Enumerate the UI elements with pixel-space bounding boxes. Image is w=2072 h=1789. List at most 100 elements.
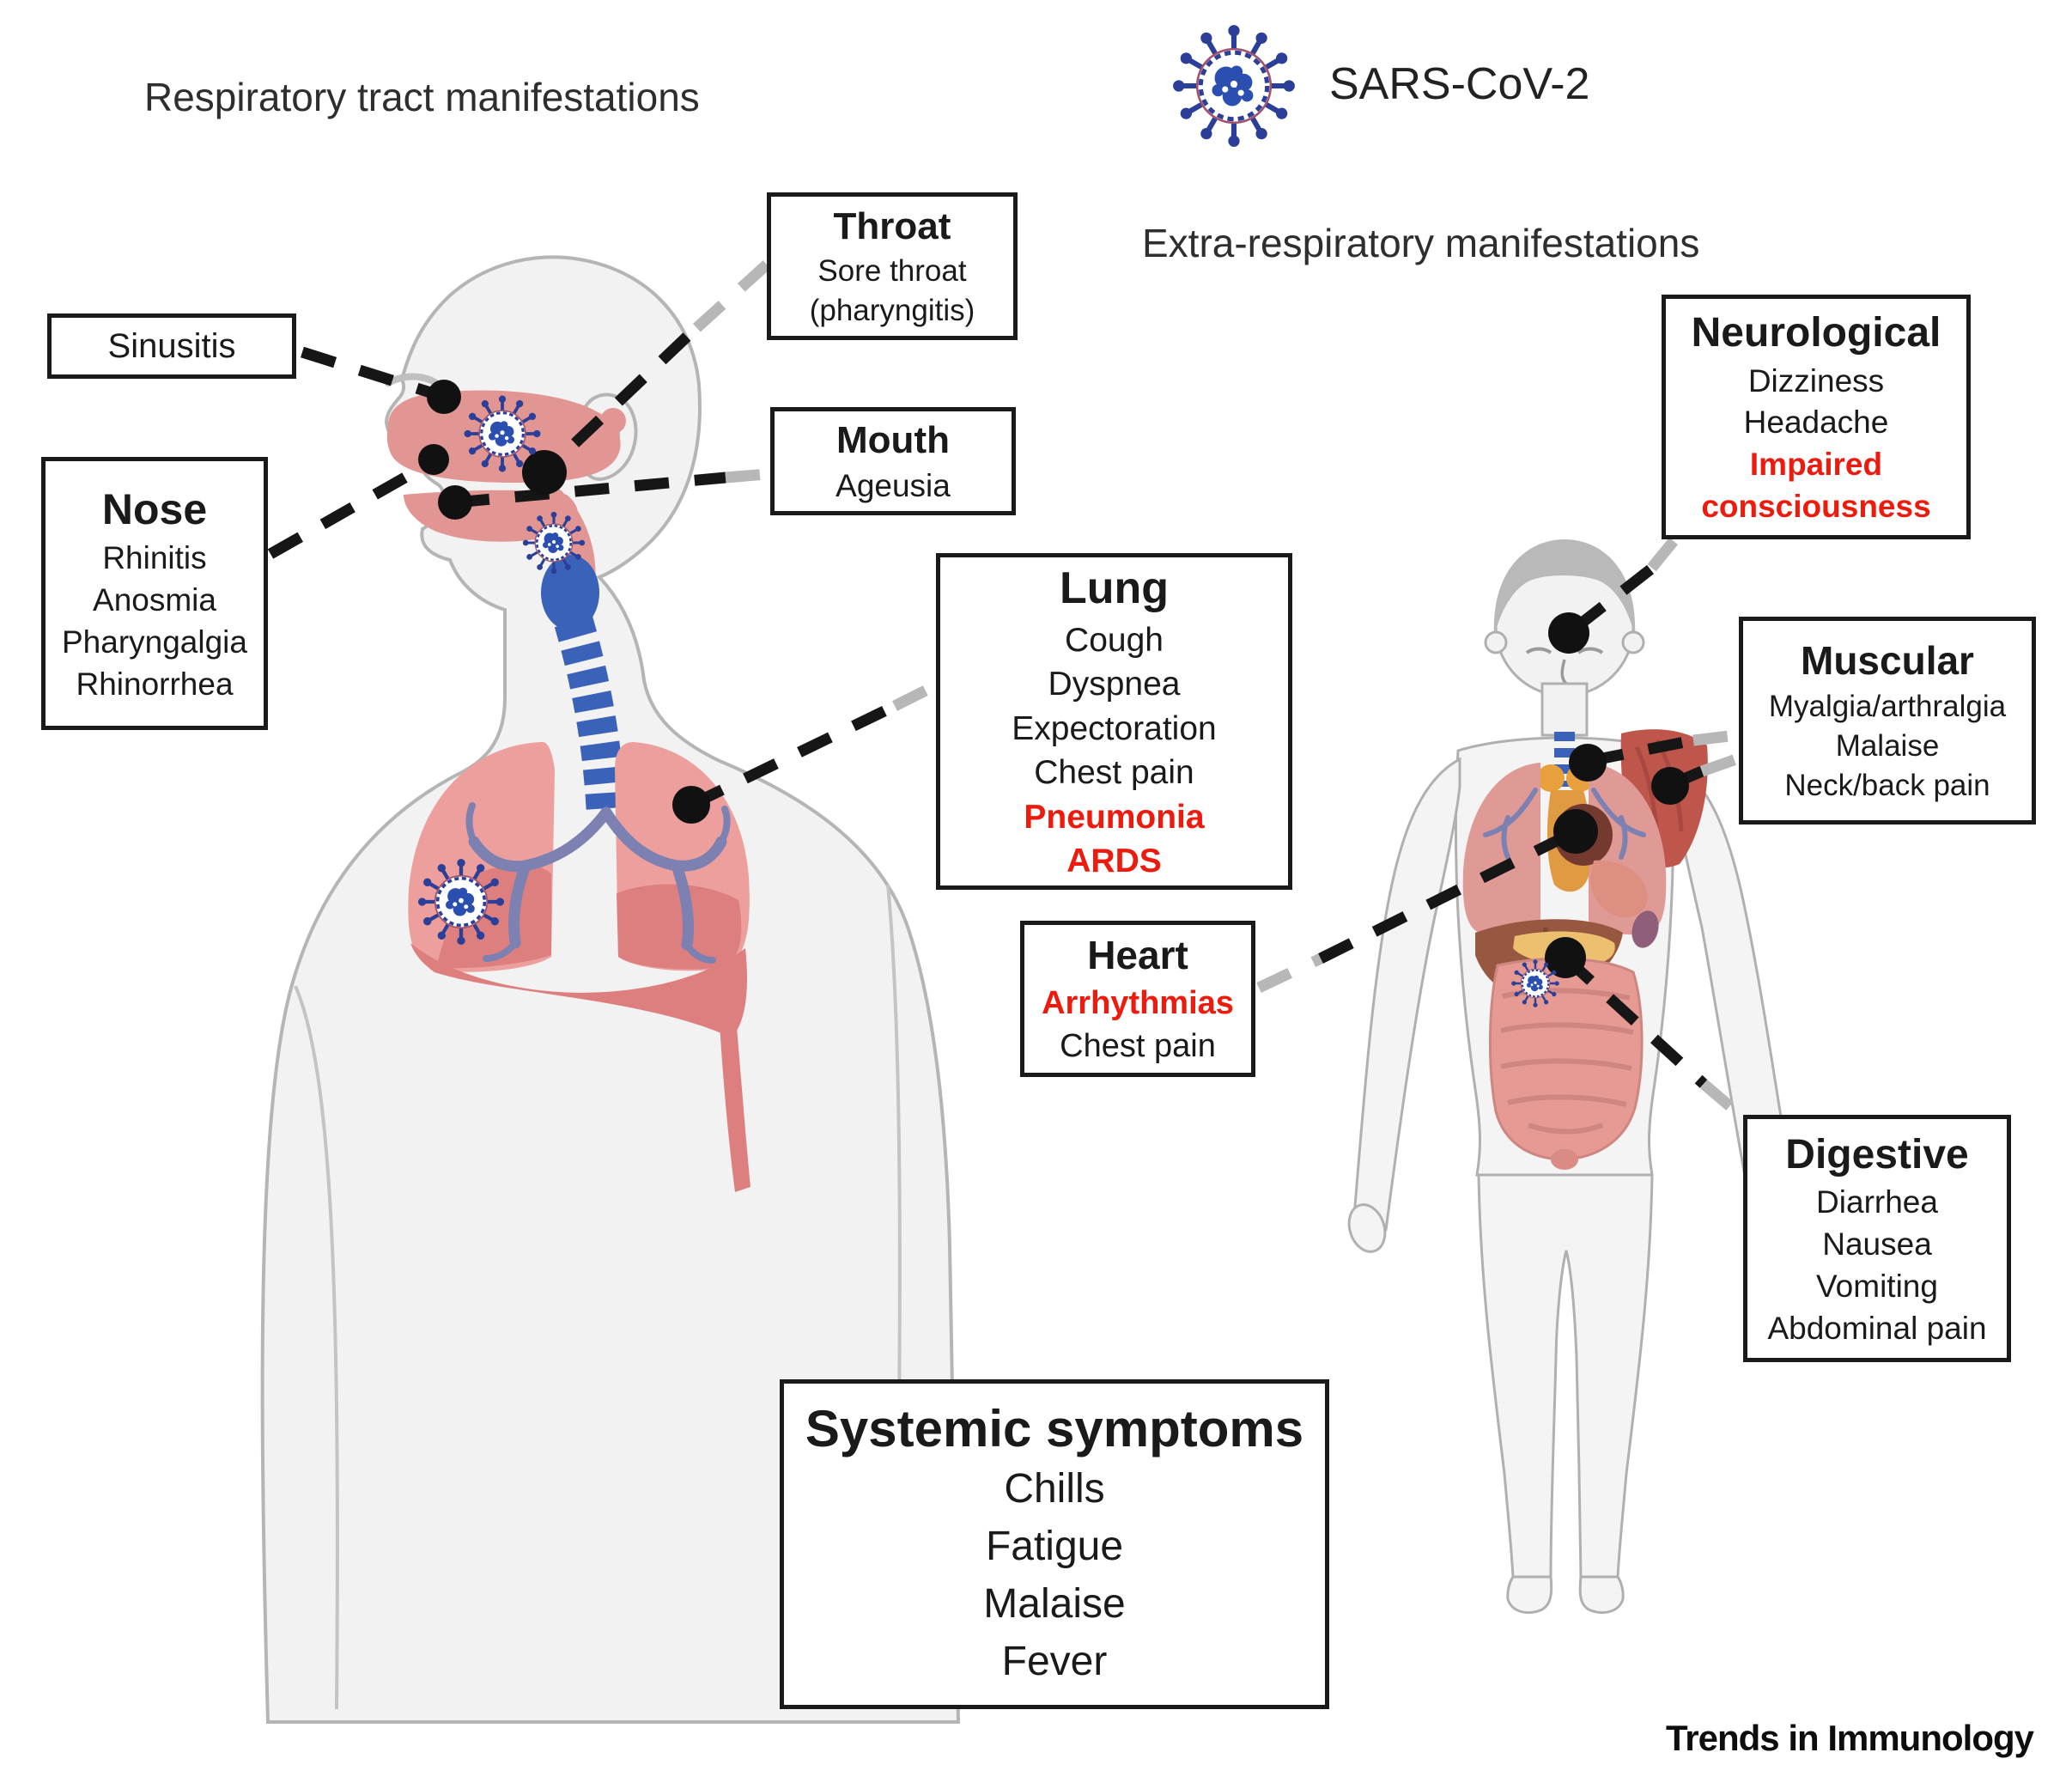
nose-symptom: Rhinorrhea [76,666,234,702]
diaphragm-skirt [410,943,748,1037]
connector-digestive [1561,953,1708,1088]
sinusitis-box: Sinusitis [47,313,296,379]
digestive-symptom: Vomiting [1816,1268,1938,1304]
lung-symptom-severe: ARDS [1066,843,1162,880]
muscular-symptom: Neck/back pain [1784,769,1990,803]
neurological-symptom: Dizziness [1747,362,1885,399]
connector-lung-faded [892,681,937,711]
legs [1477,1173,1654,1579]
connector-muscular-neck [1588,734,1695,767]
lung-box-title: Lung [1059,563,1170,614]
throat-symptom: (pharyngitis) [809,294,975,328]
muscular-box: Muscular Myalgia/arthralgia Malaise Neck… [1739,617,2036,825]
left-foot [1506,1575,1553,1614]
nose-box: Nose Rhinitis Anosmia Pharyngalgia Rhino… [41,457,268,730]
extra-respiratory-title: Extra-respiratory manifestations [1142,221,1700,265]
lung-symptom: Cough [1065,621,1164,659]
mouth-box: Mouth Ageusia [770,407,1016,515]
nose-symptom: Rhinitis [102,540,207,576]
systemic-symptom: Fatigue [985,1523,1124,1569]
neck [1540,682,1589,737]
left-ear-icon [1484,630,1508,654]
digestive-box: Digestive Diarrhea Nausea Vomiting Abdom… [1743,1115,2011,1362]
connector-lung [689,701,897,810]
body-left-lung [1462,763,1540,935]
heart-symptom-severe: Arrhythmias [1042,985,1234,1022]
connector-heart [1318,826,1578,964]
systemic-box-title: Systemic symptoms [805,1399,1304,1457]
neurological-symptom-severe: Impaired consciousness [1701,447,1931,524]
body-bronchi [1483,788,1646,860]
neurological-box: Neurological Dizziness Headache Impaired… [1662,295,1971,539]
stomach [1590,860,1648,918]
right-foot [1578,1575,1625,1614]
mouth-symptom: Ageusia [835,467,951,503]
trachea [554,616,626,816]
pleura-tail [716,952,750,1192]
shoulder-marker-dot [1651,767,1689,805]
spleen [1631,910,1659,948]
systemic-symptoms-box: Systemic symptoms Chills Fatigue Malaise… [780,1379,1329,1709]
throat-symptom: Sore throat [817,253,967,288]
nose-box-title: Nose [101,485,208,534]
heart-symptom: Chest pain [1060,1028,1216,1065]
connector-sinusitis [301,346,446,403]
forehead-marker-dot [1548,612,1589,654]
connector-throat-faded [683,260,771,341]
mouth-box-title: Mouth [836,418,950,461]
nose-symptom: Anosmia [93,582,216,618]
neck-marker-dot [1569,744,1607,782]
lung-symptom: Dyspnea [1048,666,1181,703]
systemic-symptom: Chills [1004,1465,1105,1512]
connector-mouth [454,472,726,508]
journal-name: Trends in Immunology [1665,1718,2034,1758]
lung-symptom-severe: Pneumonia [1024,798,1205,836]
muscular-symptom: Myalgia/arthralgia [1768,690,2007,724]
sinusitis-label: Sinusitis [107,326,236,365]
digestive-symptom: Diarrhea [1816,1184,1938,1220]
throat-box: Throat Sore throat (pharyngitis) [767,192,1018,340]
left-hand [1347,1203,1387,1253]
thyroid-left [1537,764,1565,792]
throat-box-title: Throat [833,204,951,247]
neurological-symptom: Headache [1743,405,1889,441]
connector-digestive-faded [1699,1080,1754,1128]
digestive-symptom: Nausea [1822,1226,1932,1262]
marker-dots [418,380,1689,978]
connector-muscular-neck-faded [1692,729,1737,746]
systemic-symptom: Fever [1001,1639,1108,1685]
coronavirus-icon-header [1173,25,1295,147]
leader-lines [267,260,1754,1128]
connector-muscular-shoulder-faded [1699,753,1739,777]
bronchi [465,802,731,964]
connector-mouth-faded [725,468,768,484]
connector-nose [267,456,437,559]
heart-box: Heart Arrhythmias Chest pain [1020,921,1255,1077]
heart-box-title: Heart [1087,933,1188,978]
connector-heart-faded [1256,953,1323,993]
muscular-box-title: Muscular [1801,638,1974,684]
intestine-marker-dot [1545,937,1586,978]
sphenoid-sinus [600,408,626,434]
nostril-marker-dot [418,444,449,475]
oropharynx-marker-dot [522,450,567,495]
lung-marker-dot [672,786,710,824]
left-arm-crease [294,985,339,1710]
lung-box: Lung Cough Dyspnea Expectoration Chest p… [936,553,1292,890]
connector-throat [540,332,691,477]
intestine-folds [1500,988,1634,1135]
muscular-symptom: Malaise [1835,729,1940,764]
digestive-symptom: Abdominal pain [1767,1310,1987,1346]
neurological-box-title: Neurological [1691,310,1941,356]
sinus-marker-dot [427,380,461,414]
connector-neurological-faded [1645,537,1679,574]
left-arm [1352,757,1461,1239]
digestive-box-title: Digestive [1785,1131,1969,1177]
lung-symptom: Expectoration [1012,709,1217,747]
right-lower-lobe [617,884,742,970]
lips-marker-dot [438,485,472,520]
hair [1493,539,1636,637]
heart-marker-dot [1553,809,1598,854]
